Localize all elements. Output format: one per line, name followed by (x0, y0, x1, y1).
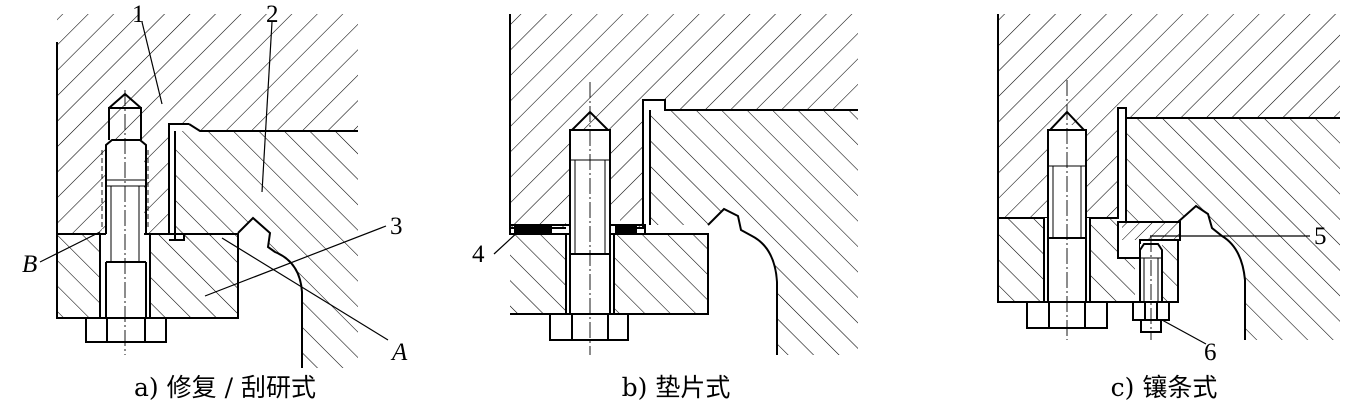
caption-c: c) 镶条式 (1111, 373, 1218, 402)
lower-block-right (1162, 240, 1178, 302)
caption-a: a) 修复 / 刮研式 (134, 373, 316, 402)
inclined-block (650, 110, 858, 355)
panel-a (56, 14, 358, 368)
callout-5: 5 (1314, 223, 1327, 250)
callout-A: A (390, 339, 408, 366)
caption-b: b) 垫片式 (622, 373, 731, 402)
callout-1: 1 (132, 1, 145, 28)
panel-c (997, 14, 1340, 340)
callout-4: 4 (472, 241, 485, 268)
callout-6: 6 (1204, 339, 1217, 366)
callout-2: 2 (266, 1, 279, 28)
inclined-block (1126, 118, 1340, 340)
panel-b (509, 14, 858, 355)
part-2-inclined-block (175, 131, 358, 368)
callout-B: B (22, 251, 37, 278)
leader-lines (39, 21, 1310, 345)
callout-3: 3 (390, 213, 403, 240)
